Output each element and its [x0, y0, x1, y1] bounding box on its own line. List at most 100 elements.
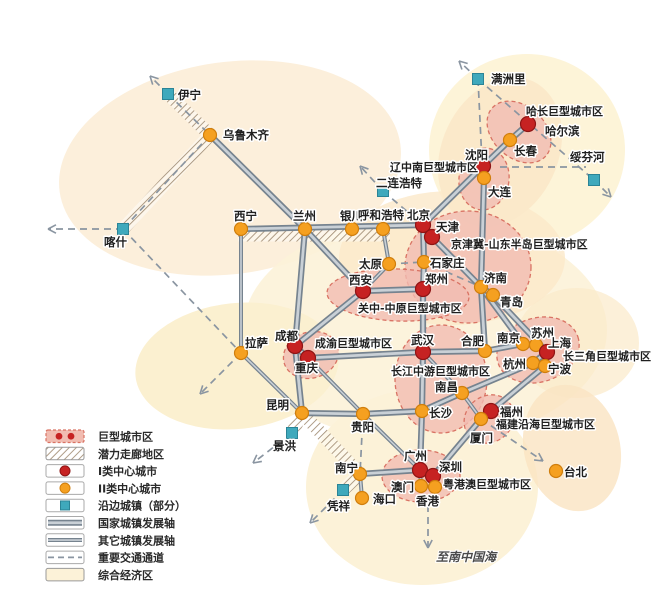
border-town-node [286, 427, 298, 439]
class2-city-node [381, 256, 397, 272]
city-label: 福州 [499, 405, 523, 419]
class2-city-node [477, 343, 493, 359]
transport-route [477, 78, 483, 163]
class2-city-node [454, 385, 470, 401]
city-label: 广州 [404, 449, 427, 463]
border-town-node [377, 185, 389, 197]
city-label: 台北 [564, 465, 587, 479]
class1-city-node [519, 115, 537, 133]
transport-route [477, 78, 595, 181]
route-arrowhead-icon [533, 459, 544, 462]
megaregion-label: 京津冀-山东半岛巨型城市区 [451, 237, 588, 251]
axis-national-core [293, 289, 365, 348]
city-label: 合肥 [461, 334, 484, 348]
class2-city-node [476, 170, 492, 186]
class2-city-node [416, 254, 432, 270]
class1-city-node [423, 228, 441, 246]
city-label: 银川 [340, 209, 363, 223]
cities-layer [117, 73, 600, 506]
legend-label: 巨型城市区 [98, 430, 153, 444]
class2-city-node [485, 287, 501, 303]
megaregion-swatch-dot [55, 432, 63, 440]
route-arrowhead-icon [149, 75, 159, 80]
legend-item: 综合经济区 [45, 567, 154, 583]
route-arrowhead-icon [602, 193, 612, 198]
city-label: 南昌 [435, 380, 458, 394]
megaregion-area [463, 394, 515, 444]
border-town-swatch-square [60, 500, 70, 511]
route-arrowhead-icon [427, 539, 433, 549]
legend-item: II类中心城市 [45, 480, 162, 497]
class2-city-node [297, 221, 313, 237]
axis-national-core [306, 342, 525, 360]
city-label: 乌鲁木齐 [223, 128, 269, 142]
city-label: 西宁 [234, 209, 257, 223]
transport-route [167, 93, 211, 136]
route-arrowhead-icon [149, 75, 154, 85]
border-town-node [117, 223, 129, 235]
city-label: 郑州 [425, 272, 448, 286]
legend-label: 其它城镇发展轴 [98, 533, 175, 547]
route-arrowhead-icon [458, 60, 468, 65]
labels-layer: 伊宁乌鲁木齐喀什满洲里二连浩特绥芬河哈尔滨长春沈阳大连西宁兰州银川呼和浩特北京天… [103, 71, 653, 566]
route-arrowhead-icon [607, 188, 612, 198]
route-arrowhead-icon [458, 60, 463, 70]
city-label: 兰州 [293, 209, 316, 223]
legend-label: I类中心城市 [98, 464, 157, 478]
class2-city-node [473, 279, 489, 295]
route-arrowhead-icon [359, 165, 364, 175]
city-label: 景洪 [272, 439, 296, 453]
city-label: 贵阳 [351, 420, 374, 434]
sea-direction-label: 至南中国海 [436, 550, 498, 564]
class2-city-node [354, 490, 370, 506]
class2-city-node [414, 403, 430, 419]
class2-city-node [233, 221, 249, 237]
city-label: 沈阳 [465, 148, 488, 162]
econ-zone-swatch-icon [45, 567, 85, 582]
city-label: 凭祥 [326, 499, 350, 513]
city-label: 大连 [488, 185, 511, 199]
city-label: 武汉 [411, 333, 434, 347]
city-label: 济南 [484, 271, 507, 285]
legend-label: II类中心城市 [98, 481, 161, 495]
class1-city-node [411, 461, 429, 479]
transport-route [423, 261, 482, 288]
city-label: 太原 [358, 257, 382, 271]
city-label: 上海 [548, 336, 571, 350]
class1-city-node [286, 337, 304, 355]
route-arrowhead-icon [252, 454, 258, 464]
border-town-node [472, 73, 484, 85]
megaregion-label: 长三角巨型城市区 [563, 349, 651, 363]
city-label: 成都 [275, 329, 298, 343]
route-arrowhead-icon [359, 165, 369, 170]
class2-city-node [528, 337, 544, 353]
route-arrowhead-icon [423, 539, 429, 549]
city-label: 满洲里 [491, 72, 526, 86]
class1-city-node [354, 282, 372, 300]
class1-city-node [299, 349, 317, 367]
legend-item: 巨型城市区 [45, 428, 154, 445]
axis-other-core [362, 413, 421, 471]
city-label: 昆明 [266, 398, 289, 412]
city-label: 拉萨 [245, 336, 268, 350]
transport-route [122, 228, 242, 354]
class1-city-node [414, 280, 432, 298]
potential-corridor-band [297, 408, 365, 479]
legend-label: 综合经济区 [98, 568, 153, 582]
class2-city-node [233, 345, 249, 361]
border-town-node [588, 174, 600, 186]
legend: 巨型城市区潜力走廊地区I类中心城市II类中心城市沿边城镇（部分）国家城镇发展轴其… [45, 428, 187, 583]
route-arrowhead-icon [252, 460, 263, 464]
city-label: 长沙 [429, 406, 452, 420]
econ-zone-area [59, 60, 401, 276]
class2-city-node [427, 479, 443, 495]
megaregion-label: 关中-中原巨型城市区 [358, 301, 462, 315]
axis-national-core [421, 122, 530, 227]
class2-city-node [344, 221, 360, 237]
city-label: 石家庄 [429, 256, 465, 270]
econ-zone-area [522, 384, 622, 512]
transport-route [122, 134, 211, 230]
megaregion-label: 福建沿海巨型城市区 [495, 417, 595, 431]
legend-item: 国家城镇发展轴 [45, 515, 176, 531]
